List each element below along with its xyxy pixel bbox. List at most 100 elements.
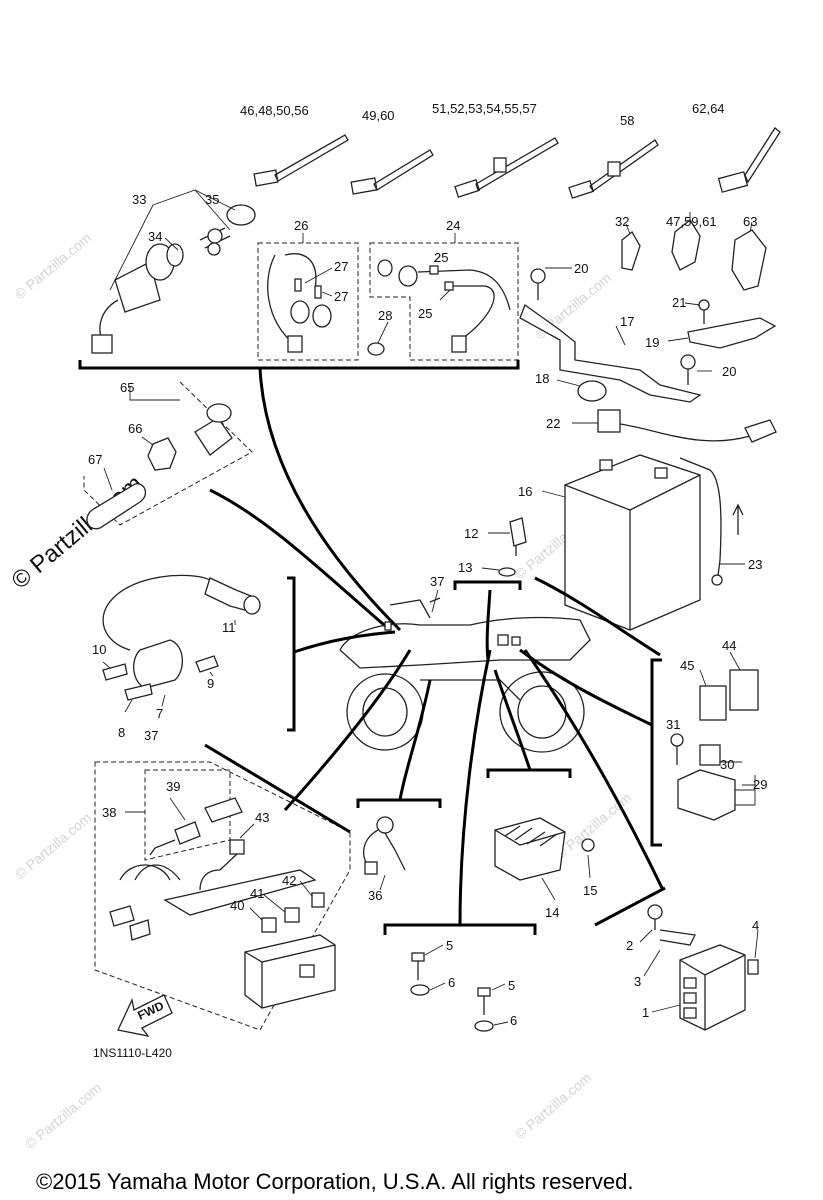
cable-22 xyxy=(572,409,777,443)
label-4: 4 xyxy=(752,918,759,933)
watermark: © Partzilla.com xyxy=(552,789,635,862)
label-65: 65 xyxy=(120,380,134,395)
group-bracket-bottom xyxy=(383,923,537,935)
label-13: 13 xyxy=(458,560,472,575)
label-2: 2 xyxy=(626,938,633,953)
cable-tie-49 xyxy=(350,149,434,195)
label-10: 10 xyxy=(92,642,106,657)
diagram-code: 1NS1110-L420 xyxy=(93,1046,172,1060)
pointer-line xyxy=(493,669,532,771)
label-37a: 37 xyxy=(430,574,444,589)
assembly-box-65 xyxy=(83,381,253,530)
assembly-box-24 xyxy=(369,233,519,361)
watermark: © Partzilla.com xyxy=(12,809,95,882)
cdi-unit xyxy=(639,904,759,1031)
label-12: 12 xyxy=(464,526,478,541)
cable-23 xyxy=(679,457,745,586)
group-bracket xyxy=(356,798,442,808)
label-40: 40 xyxy=(230,898,244,913)
pointer-line xyxy=(519,648,653,727)
label-9: 9 xyxy=(207,676,214,691)
cable-tie-group xyxy=(253,127,781,199)
label-34: 34 xyxy=(148,229,162,244)
label-26: 26 xyxy=(294,218,308,233)
label-28: 28 xyxy=(378,308,392,323)
fwd-arrow-icon: FWD xyxy=(117,994,173,1037)
label-23: 23 xyxy=(748,557,762,572)
label-22: 22 xyxy=(546,416,560,431)
label-1: 1 xyxy=(642,1005,649,1020)
group-bracket xyxy=(486,768,572,778)
label-11: 11 xyxy=(222,620,236,635)
label-62-64: 62,64 xyxy=(692,101,725,116)
grommet-28 xyxy=(367,321,389,356)
sensor-36 xyxy=(363,816,406,891)
group-bracket-lower-left xyxy=(204,743,351,834)
label-17: 17 xyxy=(620,314,634,329)
assembly-box-37 xyxy=(94,761,351,1031)
label-44: 44 xyxy=(722,638,736,653)
watermark: © Partzilla.com xyxy=(12,229,95,302)
relay-group xyxy=(670,651,759,821)
label-66: 66 xyxy=(128,421,142,436)
label-31: 31 xyxy=(666,717,680,732)
label-36: 36 xyxy=(368,888,382,903)
label-21: 21 xyxy=(672,295,686,310)
label-18: 18 xyxy=(535,371,549,386)
cable-tie-58 xyxy=(568,139,659,199)
label-49-60: 49,60 xyxy=(362,108,395,123)
pointer-line xyxy=(485,589,492,661)
label-20b: 20 xyxy=(722,364,736,379)
label-42: 42 xyxy=(282,873,296,888)
label-24: 24 xyxy=(446,218,460,233)
group-bracket xyxy=(453,580,522,590)
pointer-line xyxy=(209,488,391,632)
label-46-48-50-56: 46,48,50,56 xyxy=(240,103,309,118)
label-6a: 6 xyxy=(448,975,455,990)
label-27b: 27 xyxy=(334,289,348,304)
label-38: 38 xyxy=(102,805,116,820)
key-icon xyxy=(207,228,223,244)
pointer-line xyxy=(283,649,412,812)
label-14: 14 xyxy=(545,905,559,920)
bolts-5-6 xyxy=(410,944,509,1032)
label-63: 63 xyxy=(743,214,757,229)
key-icon xyxy=(207,242,221,256)
label-5b: 5 xyxy=(508,978,515,993)
battery-16 xyxy=(541,454,701,631)
leader-lines-top-left xyxy=(109,189,236,291)
label-51-57: 51,52,53,54,55,57 xyxy=(432,101,537,116)
cable-tie-51 xyxy=(454,137,559,198)
cable-tie-62 xyxy=(717,127,781,193)
rectifier-14 xyxy=(494,817,595,901)
group-bracket-bottom-right xyxy=(594,886,666,927)
watermark: © Partzilla.com xyxy=(512,1069,595,1142)
label-25a: 25 xyxy=(434,250,448,265)
label-67: 67 xyxy=(88,452,102,467)
label-15: 15 xyxy=(583,883,597,898)
label-6b: 6 xyxy=(510,1013,517,1028)
group-bracket-top xyxy=(78,360,520,370)
label-35: 35 xyxy=(205,192,219,207)
label-43: 43 xyxy=(255,810,269,825)
label-19: 19 xyxy=(645,335,659,350)
battery-bracket-group xyxy=(519,267,777,403)
label-39: 39 xyxy=(166,779,180,794)
label-29: 29 xyxy=(753,777,767,792)
cable-tie-46 xyxy=(253,134,349,187)
label-16: 16 xyxy=(518,484,532,499)
label-7: 7 xyxy=(156,706,163,721)
assembly-box-26 xyxy=(257,233,359,361)
pointer-line xyxy=(293,630,396,654)
callout-labels: 46,48,50,56 49,60 51,52,53,54,55,57 58 6… xyxy=(88,101,767,1028)
label-33: 33 xyxy=(132,192,146,207)
label-37b: 37 xyxy=(144,728,158,743)
group-bracket-left xyxy=(287,576,296,732)
watermark: © Partzilla.com xyxy=(22,1079,105,1152)
pointer-line xyxy=(398,679,432,801)
label-58: 58 xyxy=(620,113,634,128)
ignition-coil xyxy=(102,574,261,713)
label-45: 45 xyxy=(680,658,694,673)
pointer-line xyxy=(458,649,492,926)
